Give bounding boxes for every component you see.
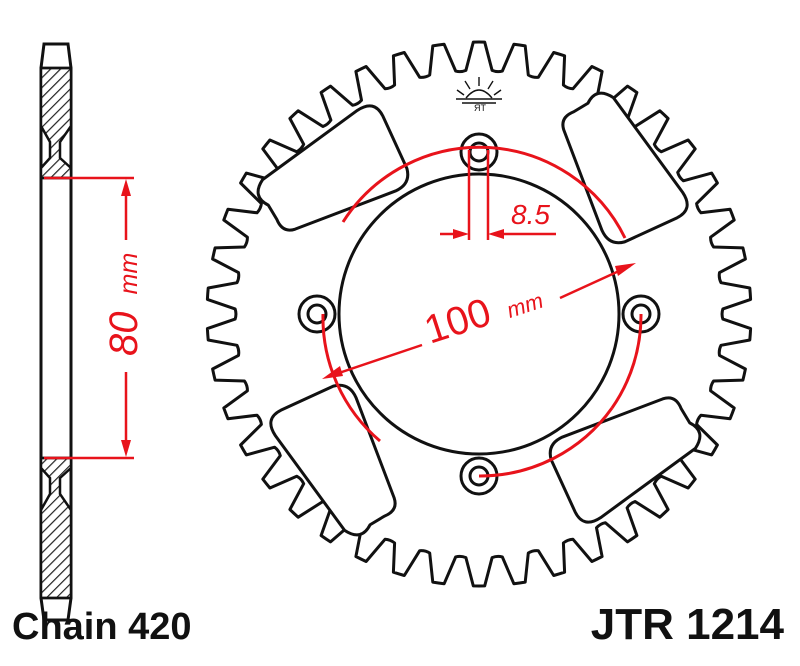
side-profile-view bbox=[39, 42, 73, 622]
bolt-hole-value: 8.5 bbox=[511, 199, 550, 230]
lightening-cutout bbox=[256, 104, 410, 232]
bolt-circle-arc bbox=[321, 313, 381, 443]
hub-width-value: 80 mm bbox=[102, 253, 146, 356]
dimension-line bbox=[329, 343, 423, 378]
bolt-circle-arc bbox=[610, 313, 643, 409]
sprocket-front-view bbox=[205, 40, 753, 588]
part-number-label: JTR 1214 bbox=[590, 600, 784, 649]
lightening-cutout bbox=[561, 91, 689, 245]
arrowhead bbox=[488, 229, 504, 239]
bolt-circle-arc bbox=[478, 407, 614, 478]
lightening-cutouts bbox=[256, 91, 702, 537]
hub-width-dimension: 80 mm bbox=[44, 176, 146, 460]
lightening-cutout bbox=[269, 383, 397, 537]
sun-rays-logo-icon: ЯT bbox=[456, 77, 502, 113]
bolt-hole-dimension: 8.5 bbox=[440, 150, 556, 240]
arrowhead bbox=[121, 179, 131, 196]
arrowhead bbox=[121, 440, 131, 457]
chain-size-label: Chain 420 bbox=[12, 606, 192, 648]
bolt-hole bbox=[468, 141, 490, 163]
arrowhead bbox=[453, 229, 469, 239]
arrowhead bbox=[615, 263, 636, 276]
bolt-circle-value: 100 mm bbox=[419, 273, 547, 352]
bolt-circle-arc bbox=[341, 145, 627, 239]
center-bore bbox=[337, 172, 621, 456]
arrowhead bbox=[322, 366, 343, 379]
bolt-circle-dimension: 100 mm bbox=[321, 145, 643, 478]
svg-text:ЯT: ЯT bbox=[474, 103, 486, 113]
